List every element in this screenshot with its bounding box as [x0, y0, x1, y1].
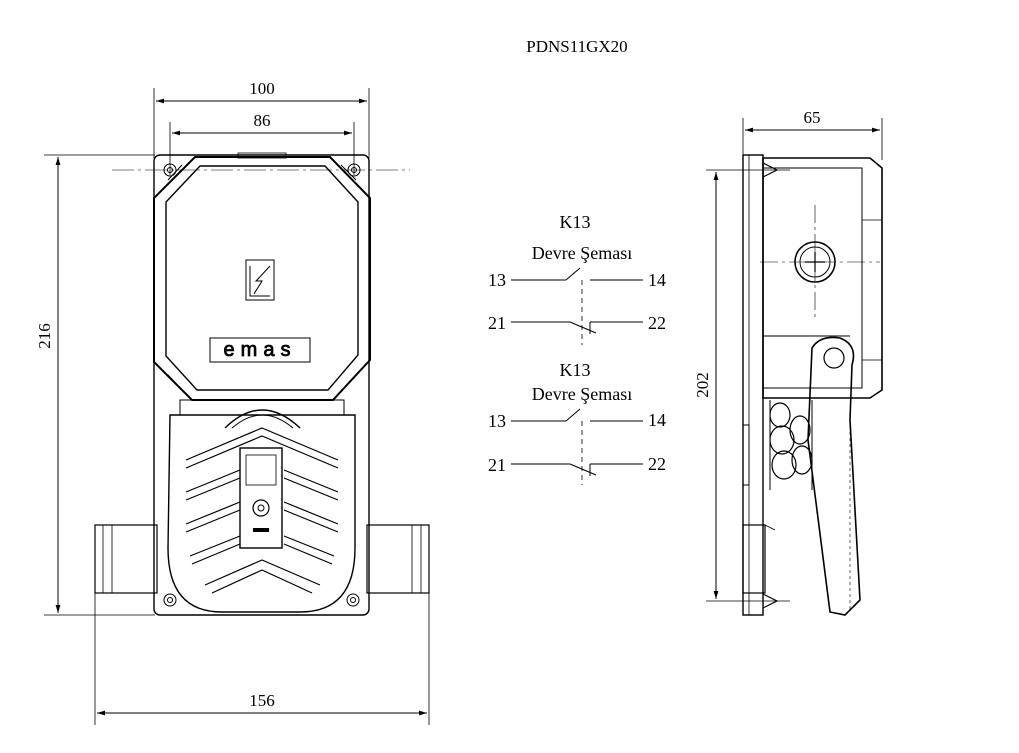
screw-holes: [163, 163, 361, 607]
model-title: PDNS11GX20: [526, 37, 627, 56]
contact-label: 13: [488, 411, 506, 431]
dim-base-width: 156: [249, 691, 275, 710]
contact-label: 13: [488, 270, 506, 290]
dim-width-inner: 86: [254, 111, 271, 130]
spring: [769, 400, 813, 490]
right-cable-gland: [366, 524, 430, 594]
side-view: 65 202: [693, 108, 883, 616]
contact-label: 22: [648, 313, 666, 333]
brand-logo-box: [209, 337, 311, 363]
pedal-body: [167, 414, 356, 613]
schematic-2: K13 Devre Şeması 13 14 21 22: [488, 360, 666, 485]
schematic-title: Devre Şeması: [532, 384, 632, 404]
left-cable-gland: [94, 524, 158, 594]
dim-width-outer: 100: [249, 79, 275, 98]
brand-symbol-icon: [245, 259, 275, 301]
contact-label: 14: [648, 410, 666, 430]
contact-label: 21: [488, 455, 506, 475]
dim-depth: 65: [804, 108, 821, 127]
contact-label: 22: [648, 454, 666, 474]
brand-logo: emas: [224, 339, 297, 361]
side-cable-gland: [742, 524, 766, 594]
plunger: [239, 447, 283, 549]
base-plate: [153, 154, 370, 616]
schematic-1: K13 Devre Şeması 13 14 21 22: [488, 212, 666, 345]
schematic-code: K13: [560, 212, 591, 232]
side-pedal: [807, 336, 861, 616]
contact-label: 14: [648, 270, 666, 290]
schematic-title: Devre Şeması: [532, 243, 632, 263]
schematic-code: K13: [560, 360, 591, 380]
side-switch-housing: [762, 157, 883, 399]
contact-label: 21: [488, 313, 506, 333]
front-view: 100 86 216 156: [35, 79, 430, 725]
dim-height: 216: [35, 323, 54, 349]
switch-housing: [153, 156, 371, 401]
dim-side-height: 202: [693, 372, 712, 398]
side-base-plate: [742, 154, 764, 616]
pedal-chevrons: [185, 427, 339, 594]
